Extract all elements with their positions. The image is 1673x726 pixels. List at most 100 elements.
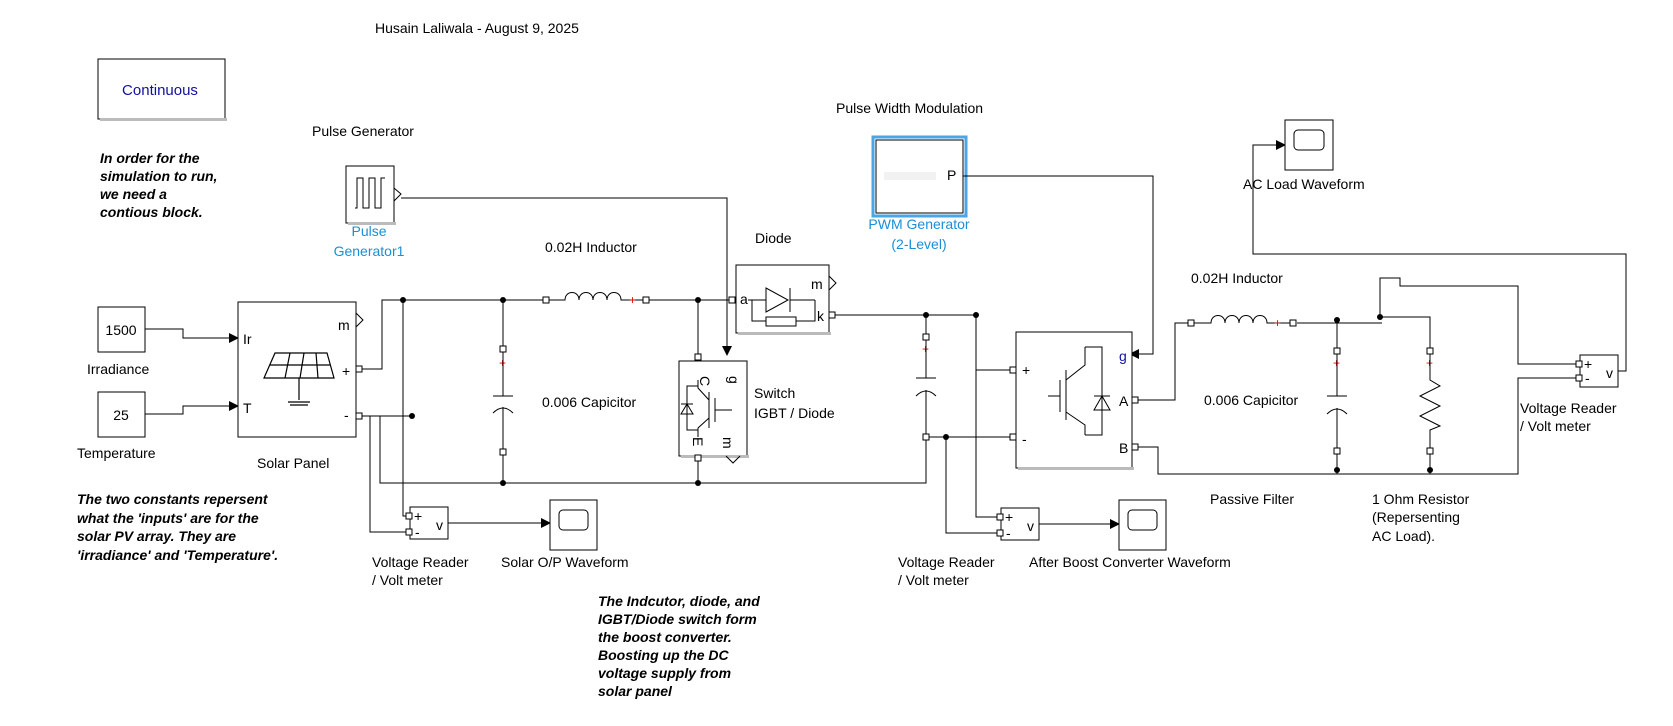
note-boost: The Indcutor, diode, and IGBT/Diode swit… — [598, 593, 760, 699]
wire-pulse-to-switch — [401, 197, 732, 356]
svg-text:the boost converter.: the boost converter. — [598, 629, 732, 645]
inductor1-block[interactable]: + — [542, 292, 650, 308]
filter-wires — [1138, 277, 1576, 475]
irradiance-constant[interactable]: 1500 — [97, 306, 146, 353]
inverter-bridge-block[interactable]: + - g A B — [1009, 331, 1139, 470]
diode-block[interactable]: a k m — [728, 264, 837, 335]
svg-text:-: - — [1585, 370, 1590, 386]
solar-panel-label: Solar Panel — [257, 455, 329, 471]
solar-panel-block[interactable]: Ir T m + - — [237, 301, 364, 438]
svg-text:simulation to run,: simulation to run, — [100, 168, 217, 184]
voltmeter-1[interactable]: + - v — [405, 506, 449, 540]
igbt-diode-icon — [680, 380, 732, 437]
wire-vm1-plus — [402, 300, 406, 517]
boost-capacitor-block[interactable]: + — [915, 333, 937, 441]
igbt-bridge-icon — [1048, 346, 1111, 436]
pwm-name-2: (2-Level) — [891, 236, 946, 252]
vm1-label-2: / Volt meter — [372, 572, 443, 588]
inductor2-label: 0.02H Inductor — [1191, 270, 1283, 286]
svg-text:m: m — [811, 276, 823, 292]
svg-text:g: g — [1119, 348, 1127, 364]
wire-irradiance — [145, 328, 239, 343]
svg-text:+: + — [1022, 362, 1030, 378]
temperature-label: Temperature — [77, 445, 156, 461]
scope-screen-icon — [1293, 129, 1325, 151]
capacitor2-label: 0.006 Capicitor — [1204, 392, 1299, 408]
scope-solar-label: Solar O/P Waveform — [501, 554, 629, 570]
irradiance-label: Irradiance — [87, 361, 149, 377]
svg-text:+: + — [342, 363, 350, 379]
vm1-label-1: Voltage Reader — [372, 554, 469, 570]
svg-text:g: g — [726, 376, 742, 384]
vm3-label-2: / Volt meter — [1520, 418, 1591, 434]
coil-icon — [549, 292, 643, 301]
resistor-zigzag-icon — [1418, 354, 1442, 448]
solar-array-icon — [263, 352, 335, 406]
svg-text:contious block.: contious block. — [100, 204, 203, 220]
wire-pwm-to-bridge — [963, 175, 1154, 359]
pwm-title: Pulse Width Modulation — [836, 100, 983, 116]
svg-text:Boosting up the DC: Boosting up the DC — [598, 647, 730, 663]
pulse-generator-block[interactable] — [345, 165, 402, 225]
note-continuous: In order for the simulation to run, we n… — [100, 150, 217, 220]
svg-text:-: - — [1022, 431, 1027, 447]
svg-text:voltage supply from: voltage supply from — [598, 665, 731, 681]
resistor-label-3: AC Load). — [1372, 528, 1435, 544]
svg-text:+: + — [629, 293, 636, 307]
wire-vm2-minus — [945, 437, 997, 534]
svg-text:v: v — [436, 517, 443, 533]
svg-text:'irradiance' and 'Temperature': 'irradiance' and 'Temperature'. — [77, 547, 278, 563]
wire-vm3-scope — [1252, 140, 1627, 372]
powergui-label: Continuous — [122, 82, 198, 99]
svg-text:v: v — [1606, 365, 1613, 381]
pwm-name-1: PWM Generator — [868, 216, 969, 232]
svg-text:25: 25 — [113, 407, 129, 423]
capacitor1-block[interactable]: + — [492, 345, 514, 456]
svg-text:In order for the: In order for the — [100, 150, 200, 166]
svg-text:+: + — [1274, 316, 1281, 330]
powergui-block[interactable]: Continuous — [97, 58, 227, 121]
capacitor2-block[interactable]: + — [1326, 347, 1348, 455]
pwm-generator-block[interactable]: P — [871, 135, 968, 218]
scope-screen-icon — [558, 509, 589, 531]
scope-boost-block[interactable] — [1118, 499, 1167, 551]
svg-text:+: + — [1584, 356, 1592, 372]
svg-text:what the 'inputs' are for the: what the 'inputs' are for the — [77, 510, 259, 526]
svg-text:m: m — [338, 317, 350, 333]
svg-text:solar PV array. They are: solar PV array. They are — [77, 528, 236, 544]
vm3-label-1: Voltage Reader — [1520, 400, 1617, 416]
pulse-wave-icon — [355, 177, 385, 209]
temperature-constant[interactable]: 25 — [97, 391, 146, 438]
pulse-generator-name-2: Generator1 — [334, 243, 405, 259]
scope-solar-block[interactable] — [549, 499, 598, 551]
voltmeter-3[interactable]: + - v — [1575, 354, 1619, 388]
wire-vm2-plus — [975, 370, 997, 518]
svg-text:m: m — [720, 437, 736, 449]
svg-text:B: B — [1119, 440, 1128, 456]
coil-icon — [1194, 315, 1290, 324]
svg-text:a: a — [740, 291, 748, 307]
voltmeter-2[interactable]: + - v — [996, 507, 1040, 541]
scope-boost-label: After Boost Converter Waveform — [1029, 554, 1231, 570]
svg-text:T: T — [243, 400, 252, 416]
inductor2-block[interactable]: + — [1187, 315, 1297, 331]
inductor1-label: 0.02H Inductor — [545, 239, 637, 255]
svg-text:-: - — [344, 407, 349, 423]
scope-ac-block[interactable] — [1284, 119, 1334, 171]
note-inputs: The two constants repersent what the 'in… — [77, 491, 278, 563]
switch-block[interactable]: C g E m — [678, 353, 749, 464]
switch-label-1: Switch — [754, 385, 795, 401]
diode-icon — [748, 287, 816, 327]
svg-text:A: A — [1119, 393, 1129, 409]
svg-text:+: + — [414, 508, 422, 524]
svg-text:The two constants repersent: The two constants repersent — [77, 491, 269, 507]
resistor-block[interactable]: + — [1418, 347, 1442, 455]
svg-text:+: + — [1005, 509, 1013, 525]
vm2-label-2: / Volt meter — [898, 572, 969, 588]
wire-vm1-minus — [369, 415, 412, 533]
passive-filter-label: Passive Filter — [1210, 491, 1294, 507]
svg-text:P: P — [947, 167, 956, 183]
capacitor1-label: 0.006 Capicitor — [542, 394, 637, 410]
resistor-label-1: 1 Ohm Resistor — [1372, 491, 1470, 507]
